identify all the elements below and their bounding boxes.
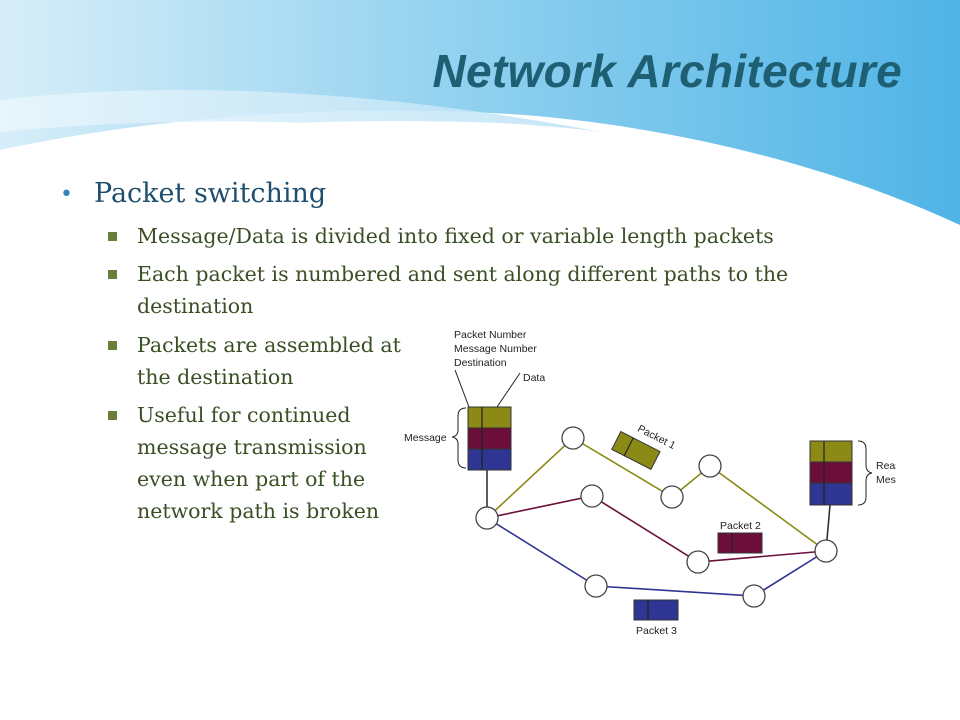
- network-node: [580, 484, 604, 508]
- sub-bullet-text: Message/Data is divided into fixed or va…: [137, 224, 774, 248]
- label-reassembled-message: Message: [876, 474, 896, 486]
- network-node: [584, 574, 608, 598]
- sub-bullet: Each packet is numbered and sent along d…: [108, 258, 868, 322]
- route-packet-2: [486, 495, 827, 563]
- main-bullet-text: Packet switching: [94, 178, 327, 209]
- square-bullet-icon: [108, 341, 117, 350]
- network-node: [475, 506, 499, 530]
- packet-1: Packet 1: [611, 423, 678, 471]
- label-data: Data: [523, 372, 545, 384]
- packet-2: [717, 532, 763, 554]
- sub-bullet-text: Packets are assembled at the destination: [137, 333, 401, 389]
- label-destination: Destination: [454, 357, 507, 369]
- sub-bullet: Useful for continued message transmissio…: [108, 399, 408, 527]
- network-node: [814, 539, 838, 563]
- reassembled-stack: [809, 440, 853, 506]
- message-stack: [467, 406, 512, 471]
- packet-switching-diagram: Packet Number Message Number Destination…: [404, 329, 896, 637]
- pointer-line: [454, 369, 470, 408]
- label-message: Message: [404, 432, 447, 444]
- sub-bullet-text: Useful for continued message transmissio…: [137, 403, 380, 523]
- network-node: [561, 426, 585, 450]
- label-packet-number: Packet Number: [454, 329, 527, 341]
- pointer-line: [496, 372, 521, 408]
- packet-3: [633, 599, 679, 621]
- sub-bullet: Packets are assembled at the destination: [108, 329, 408, 393]
- route-packet-3: [486, 517, 827, 597]
- label-message-number: Message Number: [454, 343, 537, 355]
- slide-title: Network Architecture: [432, 45, 902, 97]
- header-wave-background: [0, 0, 960, 240]
- label-reassembled: Reassembled: [876, 460, 896, 472]
- message-brace: [451, 407, 467, 469]
- sub-bullet-text: Each packet is numbered and sent along d…: [137, 262, 789, 318]
- network-node: [660, 485, 684, 509]
- bullet-dot-icon: •: [60, 182, 73, 207]
- label-packet-3: Packet 3: [636, 625, 677, 637]
- square-bullet-icon: [108, 270, 117, 279]
- reassembled-brace: [857, 440, 873, 506]
- label-packet-2: Packet 2: [720, 520, 761, 532]
- square-bullet-icon: [108, 232, 117, 241]
- square-bullet-icon: [108, 411, 117, 420]
- network-node: [698, 454, 722, 478]
- network-node: [742, 584, 766, 608]
- sub-bullet: Message/Data is divided into fixed or va…: [108, 220, 868, 252]
- network-node: [686, 550, 710, 574]
